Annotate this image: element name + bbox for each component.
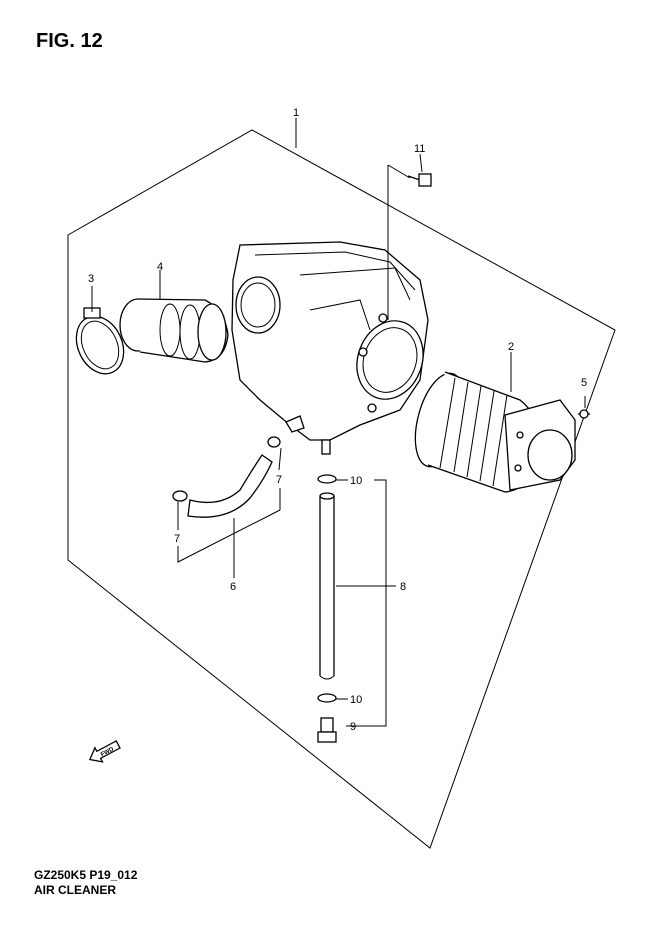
fwd-arrow-icon: FWD — [88, 740, 121, 763]
callout-10-top: 10 — [350, 475, 362, 487]
part-intake-boot[interactable] — [119, 298, 229, 363]
callout-3: 3 — [88, 273, 94, 285]
callout-6: 6 — [230, 581, 236, 593]
callout-10-bottom: 10 — [350, 694, 362, 706]
callout-5: 5 — [581, 377, 587, 389]
part-filter-element[interactable] — [406, 368, 576, 493]
assembly-boundary — [67, 129, 616, 849]
part-drain-hose[interactable] — [187, 454, 273, 518]
part-bolt[interactable] — [407, 173, 432, 187]
callout-9: 9 — [350, 721, 356, 733]
callout-7-left: 7 — [174, 533, 180, 545]
part-clamp[interactable] — [67, 307, 132, 381]
part-drain-plug[interactable] — [317, 717, 337, 743]
callout-4: 4 — [157, 261, 163, 273]
part-tube[interactable] — [319, 492, 335, 680]
diagram-caption: AIR CLEANER — [34, 883, 117, 897]
part-small-clamp-left[interactable] — [172, 490, 188, 502]
callout-7-right: 7 — [276, 474, 282, 486]
part-small-clamp-right[interactable] — [267, 436, 281, 448]
part-air-cleaner-case[interactable] — [231, 241, 434, 455]
figure-title: FIG. 12 — [36, 30, 103, 52]
callout-1: 1 — [293, 107, 299, 119]
callout-8: 8 — [400, 581, 406, 593]
leader-lines — [91, 118, 586, 727]
part-screw[interactable] — [578, 409, 590, 419]
part-clip-top[interactable] — [317, 474, 337, 484]
callout-2: 2 — [508, 341, 514, 353]
part-clip-bottom[interactable] — [317, 693, 337, 703]
model-code: GZ250K5 P19_012 — [34, 868, 138, 882]
callout-11: 11 — [414, 143, 425, 155]
